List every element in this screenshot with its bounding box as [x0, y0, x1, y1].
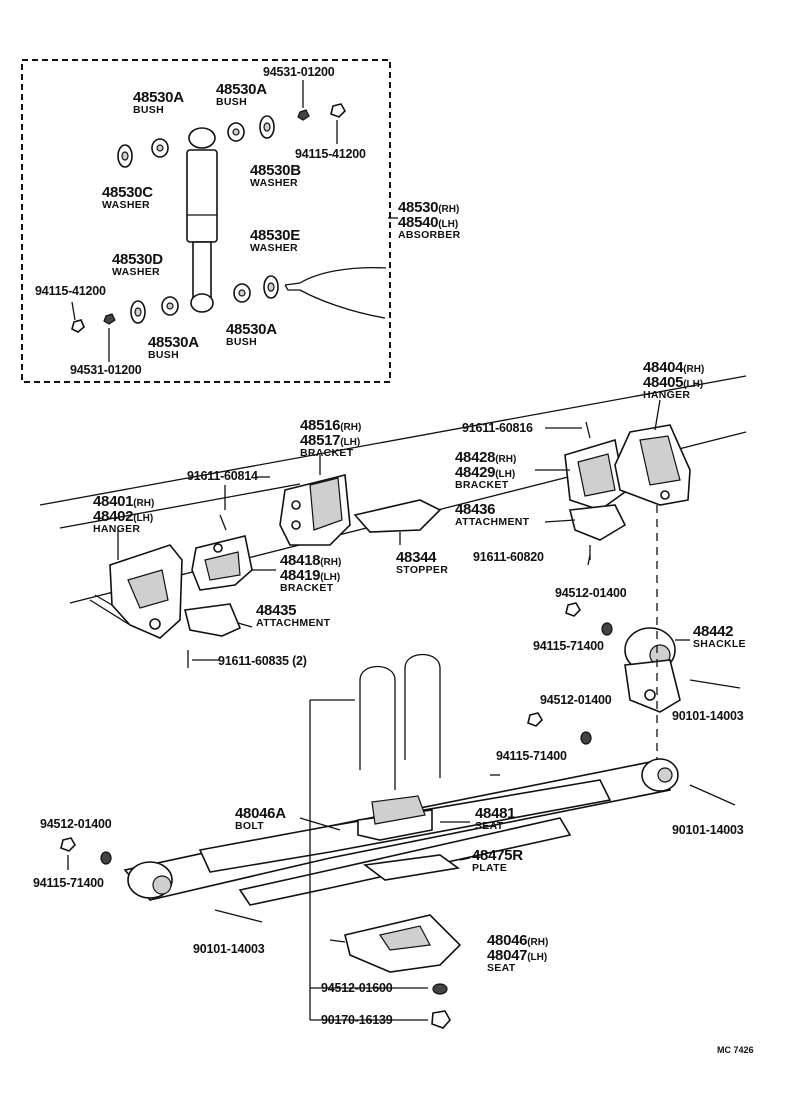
label-stopper: 48344 STOPPER — [396, 549, 449, 576]
bracket-48516-part — [279, 473, 351, 546]
bracket-48428-part — [564, 438, 626, 511]
label-nut-top: 94531-01200 — [263, 65, 335, 79]
inset-leaders — [71, 80, 398, 362]
label-hanger-rear: 48404(RH) 48405(LH) HANGER — [643, 359, 705, 401]
label-absorber: 48530(RH) 48540(LH) ABSORBER — [398, 199, 461, 241]
bracket-48418-part — [191, 535, 253, 591]
label-nut-16139: 90170-16139 — [321, 1013, 393, 1027]
absorber-inset-box — [21, 59, 391, 383]
u-bolts — [359, 654, 441, 790]
label-washer-1400-a: 94512-01400 — [555, 586, 627, 600]
label-washer-top: 94115-41200 — [295, 147, 366, 161]
label-washer-b: 48530B WASHER — [250, 162, 301, 189]
label-bolt-14003-a: 90101-14003 — [672, 709, 744, 723]
seat-48046-part — [344, 914, 462, 973]
label-bolt-814: 91611-60814 — [187, 469, 258, 483]
label-nut-71400-a: 94115-71400 — [533, 639, 604, 653]
label-washer-left: 94115-41200 — [35, 284, 106, 298]
label-washer-1400-b: 94512-01400 — [540, 693, 612, 707]
inset-parts — [71, 103, 387, 333]
attachment-48436-part — [569, 504, 627, 541]
label-bush-top-right: 48530A BUSH — [216, 81, 267, 108]
label-bolt-46a: 48046A BOLT — [235, 805, 286, 832]
label-seat-046: 48046(RH) 48047(LH) SEAT — [487, 932, 549, 974]
catalog-code: MC 7426 — [717, 1045, 754, 1055]
label-bracket-428: 48428(RH) 48429(LH) BRACKET — [455, 449, 517, 491]
attachment-48435-part — [184, 603, 242, 637]
label-washer-c: 48530C WASHER — [102, 184, 153, 211]
label-seat-481: 48481 SEAT — [475, 805, 516, 832]
label-washer-1400-c: 94512-01400 — [40, 817, 112, 831]
label-attachment-435: 48435 ATTACHMENT — [256, 602, 331, 629]
shackle-part — [624, 627, 681, 713]
rear-hanger-part — [614, 424, 691, 506]
label-washer-d: 48530D WASHER — [112, 251, 163, 278]
label-washer-1600: 94512-01600 — [321, 981, 393, 995]
stopper-part — [353, 499, 442, 533]
label-bolt-835: 91611-60835 (2) — [218, 654, 307, 668]
leader-lines — [67, 399, 690, 1021]
label-bush-bottom-left: 48530A BUSH — [148, 334, 199, 361]
label-bush-top-left: 48530A BUSH — [133, 89, 184, 116]
front-hanger-part — [89, 544, 183, 639]
label-bolt-14003-b: 90101-14003 — [672, 823, 744, 837]
label-bolt-14003-c: 90101-14003 — [193, 942, 265, 956]
label-nut-71400-b: 94115-71400 — [496, 749, 567, 763]
label-bush-bottom-right: 48530A BUSH — [226, 321, 277, 348]
label-washer-e: 48530E WASHER — [250, 227, 300, 254]
label-nut-bottom: 94531-01200 — [70, 363, 142, 377]
label-attachment-436: 48436 ATTACHMENT — [455, 501, 530, 528]
label-bolt-816: 91611-60816 — [462, 421, 533, 435]
nuts-washers — [60, 602, 613, 1029]
label-nut-71400-c: 94115-71400 — [33, 876, 104, 890]
label-plate: 48475R PLATE — [472, 847, 523, 874]
plate-part — [362, 854, 461, 881]
label-shackle: 48442 SHACKLE — [693, 623, 746, 650]
label-bracket-418: 48418(RH) 48419(LH) BRACKET — [280, 552, 342, 594]
label-bolt-820: 91611-60820 — [473, 550, 544, 564]
seat-48481-part — [357, 795, 433, 841]
shock-absorber — [186, 127, 218, 313]
label-bracket-516: 48516(RH) 48517(LH) BRACKET — [300, 417, 362, 459]
label-hanger-front: 48401(RH) 48402(LH) HANGER — [93, 493, 155, 535]
